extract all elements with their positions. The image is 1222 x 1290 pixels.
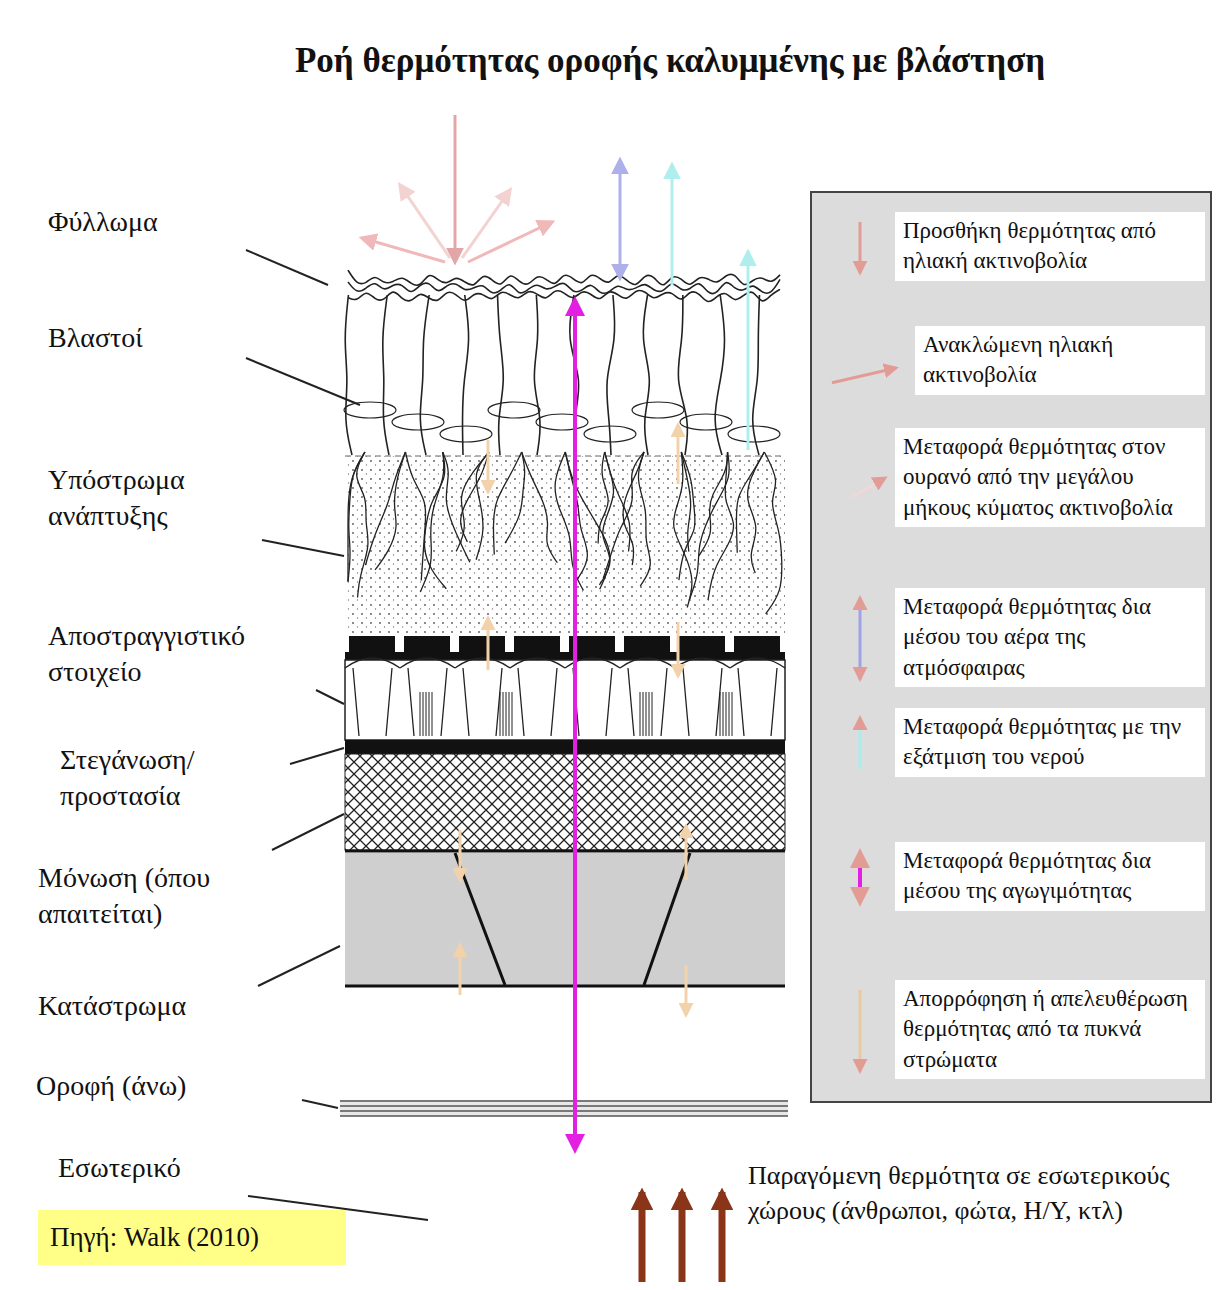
evaporation-arrow (671, 165, 674, 285)
source-box: Πηγή: Walk (2010) (38, 1210, 346, 1265)
legend-arrow-sample (859, 718, 862, 769)
deck-profile (455, 853, 690, 985)
layer-label: Αποστραγγιστικό στοιχείο (40, 614, 315, 695)
diagram-title: Ροή θερμότητας οροφής καλυμμένης με βλάσ… (150, 28, 1190, 94)
note-text: Παραγόμενη θερμότητα σε εσωτερικούς χώρο… (744, 1156, 1214, 1230)
legend-entry: Απορρόφηση ή απελευθέρωση θερμότητας από… (895, 980, 1205, 1079)
legend-arrow-sample (859, 990, 862, 1071)
ceiling-layer (340, 1100, 788, 1116)
legend-entry: Μεταφορά θερμότητας δια μέσου του αέρα τ… (895, 588, 1205, 687)
legend-arrow-sample (859, 222, 862, 273)
layer-label: Κατάστρωμα (30, 984, 256, 1028)
foliage (348, 270, 780, 301)
layer-label: Φύλλωμα (40, 200, 245, 244)
legend-entry: Μεταφορά θερμότητας στον ουρανό από την … (895, 428, 1205, 527)
drainage-plate (345, 636, 785, 660)
plant-stems (344, 295, 780, 455)
legend-arrow-sample (859, 598, 862, 679)
source-text: Πηγή: Walk (2010) (50, 1220, 334, 1255)
deck-layer (345, 853, 785, 985)
internal-heat-arrows (642, 1192, 722, 1282)
deck-bottom (345, 985, 785, 988)
layer-label: Στεγάνωση/ προστασία (52, 738, 288, 819)
layer-label: Οροφή (άνω) (28, 1064, 300, 1108)
substrate-edge (345, 456, 785, 457)
plant-roots (348, 452, 782, 614)
legend-entry: Προσθήκη θερμότητας από ηλιακή ακτινοβολ… (895, 212, 1205, 281)
legend-entry: Μεταφορά θερμότητας με την εξάτμιση του … (895, 708, 1205, 777)
legend-entry: Μεταφορά θερμότητας δια μέσου της αγωγιμ… (895, 842, 1205, 911)
drainage-cup-shapes (345, 658, 785, 736)
legend-arrow-sample (832, 368, 896, 383)
insulation-layer (345, 754, 785, 850)
evaporation-arrow (747, 252, 750, 450)
conduction-arrow (573, 300, 577, 1150)
layer-label: Εσωτερικό (50, 1146, 246, 1190)
layer-label: Βλαστοί (40, 316, 245, 360)
legend-panel (811, 192, 1211, 1102)
legend-entry: Ανακλώμενη ηλιακή ακτινοβολία (915, 326, 1205, 395)
air-transfer-arrow (619, 160, 622, 278)
solar-arrows (362, 115, 552, 262)
layer-label: Υπόστρωμα ανάπτυξης (40, 458, 260, 539)
legend-arrow-sample (858, 852, 862, 903)
legend-arrow-sample (852, 478, 885, 497)
waterproofing-layer (345, 740, 785, 754)
legend-samples (832, 222, 896, 1071)
layer-label: Μόνωση (όπου απαιτείται) (30, 856, 300, 937)
deck-top (345, 850, 785, 853)
